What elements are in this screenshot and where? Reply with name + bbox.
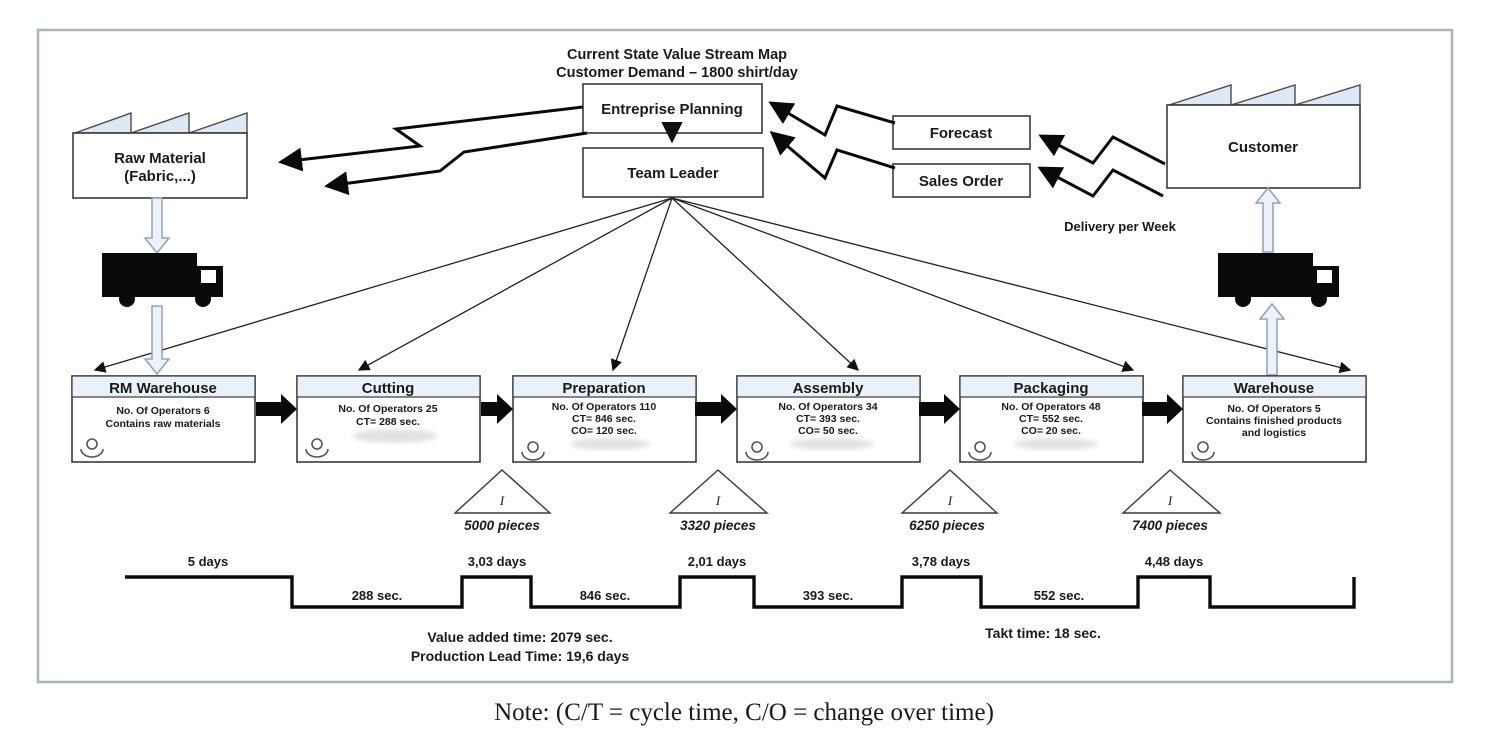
- raw-material-label-1: Raw Material: [114, 150, 206, 167]
- shipment-arrow-rawmaterial-to-truck: [143, 197, 171, 255]
- wait-time-label: 4,48 days: [1145, 554, 1204, 569]
- info-arrow-customer-to-salesorder: [1037, 166, 1164, 198]
- process-detail: Contains finished products: [1206, 415, 1342, 427]
- process-detail: No. Of Operators 6: [116, 405, 210, 417]
- process-detail: CO= 50 sec.: [798, 425, 858, 437]
- operator-icon: [745, 441, 769, 461]
- process-name: Warehouse: [1234, 380, 1314, 397]
- diagram-title-line1: Current State Value Stream Map: [567, 47, 787, 63]
- erased-text-smudge: [1014, 438, 1098, 450]
- shipment-arrow-truck-to-customer: [1254, 186, 1282, 253]
- info-arrow-salesorder-to-ep: [769, 131, 896, 181]
- team-leader-box: Team Leader: [582, 147, 764, 198]
- inventory-triangle-1: I 5000 pieces: [453, 469, 552, 533]
- process-name: Preparation: [562, 380, 645, 397]
- inbound-truck-icon: [102, 253, 223, 307]
- customer-label: Customer: [1228, 139, 1298, 156]
- raw-material-factory: Raw Material (Fabric,...): [72, 112, 248, 199]
- process-name: Packaging: [1013, 380, 1088, 397]
- enterprise-planning-box: Entreprise Planning: [582, 83, 763, 134]
- info-arrow-customer-to-forecast: [1038, 134, 1166, 166]
- timeline-ladder: [125, 575, 1356, 609]
- timeline-wait-labels: 5 days 3,03 days 2,01 days 3,78 days 4,4…: [188, 554, 1204, 569]
- forecast-label: Forecast: [930, 125, 993, 142]
- process-detail: CT= 552 sec.: [1019, 413, 1083, 425]
- forecast-box: Forecast: [892, 115, 1031, 150]
- operator-icon: [80, 438, 104, 458]
- process-detail: CO= 20 sec.: [1021, 425, 1081, 437]
- process-box-cutting: Cutting No. Of Operators 25 CT= 288 sec.: [296, 375, 481, 463]
- diagram-title-line2: Customer Demand – 1800 shirt/day: [556, 65, 798, 81]
- process-time-label: 393 sec.: [803, 588, 854, 603]
- inventory-symbol: I: [715, 493, 721, 508]
- inventory-symbol: I: [499, 493, 505, 508]
- inventory-symbol: I: [1167, 493, 1173, 508]
- delivery-note-label: Delivery per Week: [1064, 219, 1177, 234]
- enterprise-planning-label: Entreprise Planning: [601, 101, 743, 118]
- sales-order-label: Sales Order: [919, 173, 1003, 190]
- process-box-rm-warehouse: RM Warehouse No. Of Operators 6 Contains…: [71, 375, 256, 463]
- process-detail: CT= 846 sec.: [572, 413, 636, 425]
- inventory-triangle-4: I 7400 pieces: [1121, 469, 1222, 533]
- process-detail: CT= 288 sec.: [356, 416, 420, 428]
- process-detail: No. Of Operators 25: [338, 403, 437, 415]
- process-box-packaging: Packaging No. Of Operators 48 CT= 552 se…: [959, 375, 1144, 463]
- push-arrows: [256, 394, 1183, 424]
- process-time-label: 288 sec.: [352, 588, 403, 603]
- process-detail: and logistics: [1242, 427, 1306, 439]
- operator-icon: [521, 441, 545, 461]
- production-lead-time-label: Production Lead Time: 19,6 days: [411, 648, 630, 664]
- inventory-triangle-2: I 3320 pieces: [668, 469, 769, 533]
- inventory-label: 5000 pieces: [464, 518, 540, 533]
- wait-time-label: 5 days: [188, 554, 228, 569]
- process-time-label: 552 sec.: [1034, 588, 1085, 603]
- inventory-symbol: I: [947, 493, 953, 508]
- process-detail: No. Of Operators 5: [1227, 403, 1321, 415]
- erased-text-smudge: [790, 438, 874, 450]
- wait-time-label: 3,03 days: [468, 554, 527, 569]
- process-detail: Contains raw materials: [106, 418, 221, 430]
- sales-order-box: Sales Order: [892, 163, 1031, 198]
- process-time-label: 846 sec.: [580, 588, 631, 603]
- operator-icon: [968, 441, 992, 461]
- process-box-preparation: Preparation No. Of Operators 110 CT= 846…: [512, 375, 697, 463]
- info-arrow-ep-to-rawmaterial-1: [278, 105, 584, 172]
- info-arrow-forecast-to-ep: [768, 101, 896, 138]
- process-detail: CO= 120 sec.: [571, 425, 637, 437]
- customer-factory: Customer: [1166, 84, 1361, 189]
- operator-icon: [1191, 441, 1215, 461]
- process-detail: No. Of Operators 48: [1001, 401, 1100, 413]
- shipment-arrow-warehouse-to-truck: [1258, 302, 1286, 376]
- takt-time-label: Takt time: 18 sec.: [985, 625, 1101, 641]
- outbound-truck-icon: [1218, 253, 1339, 307]
- process-name: Assembly: [793, 380, 865, 397]
- process-detail: No. Of Operators 34: [778, 401, 877, 413]
- erased-text-smudge: [570, 438, 650, 450]
- erased-text-smudge: [353, 429, 437, 443]
- team-leader-label: Team Leader: [627, 165, 719, 182]
- wait-time-label: 3,78 days: [912, 554, 971, 569]
- process-name: Cutting: [362, 380, 414, 397]
- inventory-label: 7400 pieces: [1132, 518, 1208, 533]
- info-arrow-ep-to-rawmaterial-2: [324, 131, 588, 196]
- wait-time-label: 2,01 days: [688, 554, 747, 569]
- inventory-label: 3320 pieces: [680, 518, 756, 533]
- process-detail: CT= 393 sec.: [796, 413, 860, 425]
- operator-icon: [305, 438, 329, 458]
- note-text: Note: (C/T = cycle time, C/O = change ov…: [494, 699, 994, 726]
- shipment-arrow-truck-to-rmwarehouse: [143, 305, 171, 376]
- raw-material-label-2: (Fabric,...): [124, 168, 196, 185]
- process-detail: No. Of Operators 110: [552, 401, 657, 413]
- value-added-time-label: Value added time: 2079 sec.: [427, 629, 612, 645]
- team-leader-fan-arrows: [93, 197, 1352, 374]
- process-box-warehouse: Warehouse No. Of Operators 5 Contains fi…: [1182, 375, 1367, 463]
- process-box-assembly: Assembly No. Of Operators 34 CT= 393 sec…: [736, 375, 921, 463]
- process-name: RM Warehouse: [109, 380, 217, 397]
- inventory-label: 6250 pieces: [909, 518, 985, 533]
- inventory-triangle-3: I 6250 pieces: [900, 469, 999, 533]
- timeline-process-labels: 288 sec. 846 sec. 393 sec. 552 sec.: [352, 588, 1085, 603]
